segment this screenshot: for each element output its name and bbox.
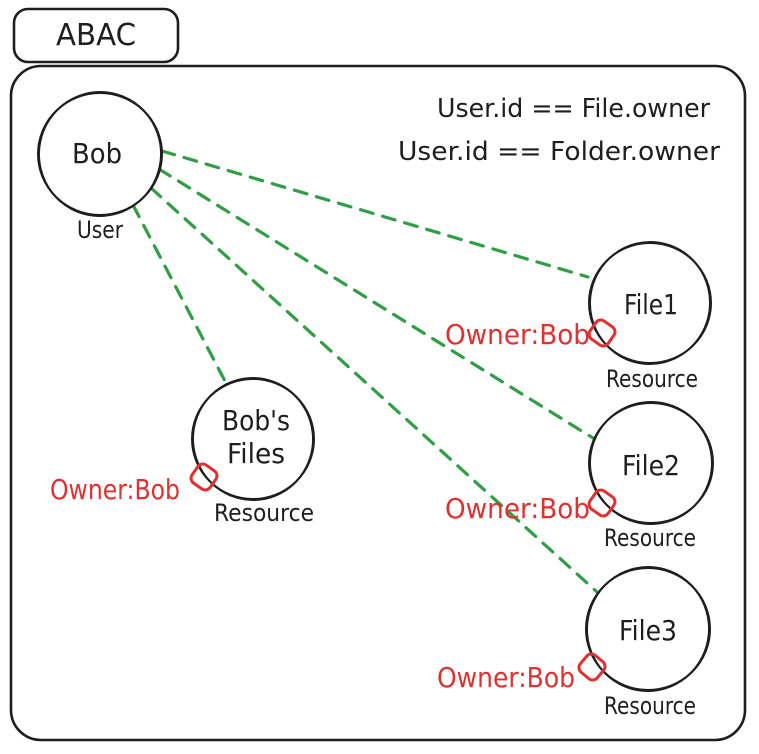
relation-line-bob-file2 (157, 167, 595, 440)
file1-label: File1 (624, 288, 678, 321)
file3-circle-sketch-stroke (585, 566, 711, 692)
bob-label: Bob (72, 137, 122, 170)
node-bobs-files: Bob's Files Resource Owner:Bob (50, 377, 315, 527)
relation-line-bob-file3 (149, 186, 599, 594)
bobs-files-attribute-label: Owner:Bob (50, 473, 180, 506)
bob-type-label: User (77, 216, 123, 244)
diagram-container (9, 64, 747, 742)
diagram-title: ABAC (56, 18, 136, 53)
file3-attribute-diamond-icon (577, 652, 607, 682)
file3-attribute-label: Owner:Bob (437, 661, 575, 694)
bobs-files-circle-sketch-stroke (191, 377, 315, 501)
file1-circle-sketch-stroke (588, 241, 712, 365)
file3-type-label: Resource (604, 692, 696, 720)
bobs-files-type-label: Resource (214, 499, 314, 527)
relation-lines (131, 149, 599, 594)
abac-tab: ABAC (12, 7, 180, 64)
rule-folder-owner: User.id == Folder.owner (398, 137, 720, 167)
file1-type-label: Resource (606, 365, 698, 393)
file2-type-label: Resource (604, 524, 696, 552)
node-file3: File3 Resource Owner:Bob (437, 566, 711, 720)
file2-attribute-label: Owner:Bob (445, 492, 590, 525)
node-bob: Bob User (37, 91, 163, 244)
node-file1: File1 Resource Owner:Bob (445, 241, 712, 393)
file3-label: File3 (619, 614, 677, 647)
policy-rules: User.id == File.owner User.id == Folder.… (398, 94, 720, 167)
relation-line-bob-file1 (160, 149, 590, 279)
bobs-files-label-line2: Files (227, 437, 285, 470)
abac-tab-box (12, 7, 180, 64)
file2-circle-sketch-stroke (589, 401, 713, 525)
bob-circle-sketch-stroke (37, 91, 163, 217)
bobs-files-attribute-diamond-icon (189, 462, 219, 492)
file2-label: File2 (622, 449, 680, 482)
file1-attribute-diamond-icon (587, 318, 617, 348)
node-file2: File2 Resource Owner:Bob (445, 401, 714, 552)
file2-attribute-diamond-icon (587, 488, 617, 518)
file1-attribute-label: Owner:Bob (445, 318, 590, 351)
rule-file-owner: User.id == File.owner (437, 94, 710, 124)
bobs-files-label-line1: Bob's (222, 404, 290, 437)
relation-line-bob-bobs-files (131, 203, 228, 385)
